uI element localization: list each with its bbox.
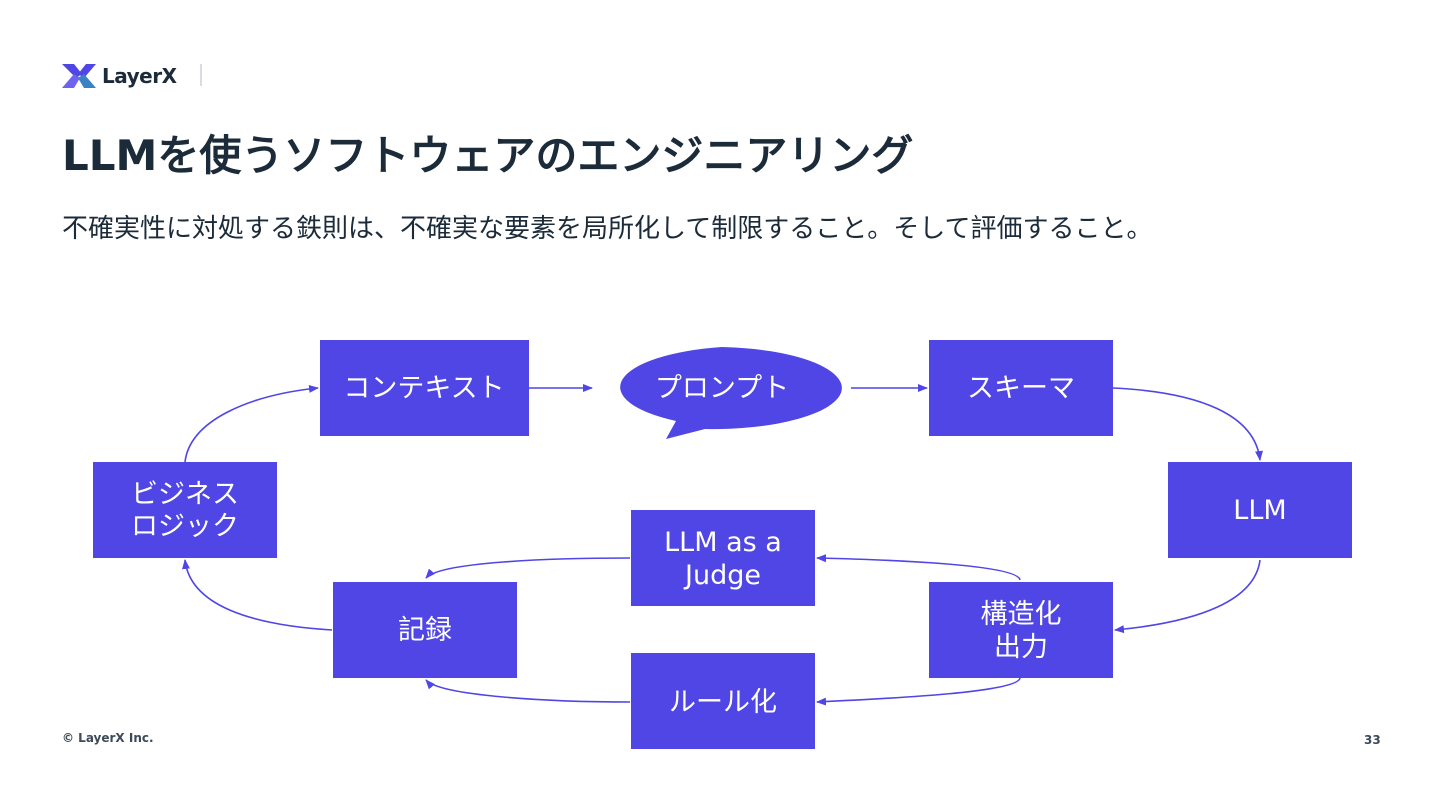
node-structured-output-label-1: 構造化 [981, 599, 1062, 630]
node-structured-output [929, 582, 1113, 678]
arrow-schema-to-llm [1112, 387, 1263, 461]
arrow-llm-to-structured-output [1114, 559, 1261, 634]
arrow-record-to-business-logic [182, 559, 333, 631]
node-structured-output-label-2: 出力 [994, 632, 1048, 663]
node-llm [1168, 462, 1352, 558]
copyright: © LayerX Inc. [62, 731, 154, 745]
arrow-structured-output-to-rule [816, 677, 1021, 706]
node-record-label: 記録 [398, 615, 452, 646]
node-llm-judge-label-2: Judge [683, 560, 761, 591]
brand-name: LayerX [102, 64, 177, 88]
slide-subtitle: 不確実性に対処する鉄則は、不確実な要素を局所化して制限すること。そして評価するこ… [62, 214, 1153, 244]
node-business-logic-label-1: ビジネス [131, 479, 239, 510]
page-number: 33 [1364, 733, 1381, 747]
node-schema-label: スキーマ [967, 373, 1075, 404]
layerx-logo-icon [62, 64, 96, 88]
node-llm-judge-label-1: LLM as a [664, 527, 782, 558]
node-llm-label: LLM [1233, 495, 1286, 526]
arrow-judge-to-record [425, 557, 631, 579]
node-rule-label: ルール化 [669, 687, 777, 718]
node-rule [631, 653, 815, 749]
node-context-label: コンテキスト [343, 373, 504, 404]
node-prompt-label: プロンプト [655, 373, 789, 404]
arrow-business-logic-to-context [184, 384, 319, 463]
brand-logo: LayerX [62, 62, 177, 90]
node-schema [929, 340, 1113, 436]
slide-title: LLMを使うソフトウェアのエンジニアリング [62, 131, 914, 180]
node-llm-judge [631, 510, 815, 606]
logo-divider [200, 64, 202, 86]
node-business-logic-label-2: ロジック [131, 511, 239, 542]
node-record [333, 582, 517, 678]
node-prompt [620, 347, 842, 439]
arrow-rule-to-record [425, 679, 631, 703]
arrow-structured-output-to-judge [816, 554, 1021, 581]
node-context [320, 340, 529, 436]
node-business-logic [93, 462, 277, 558]
